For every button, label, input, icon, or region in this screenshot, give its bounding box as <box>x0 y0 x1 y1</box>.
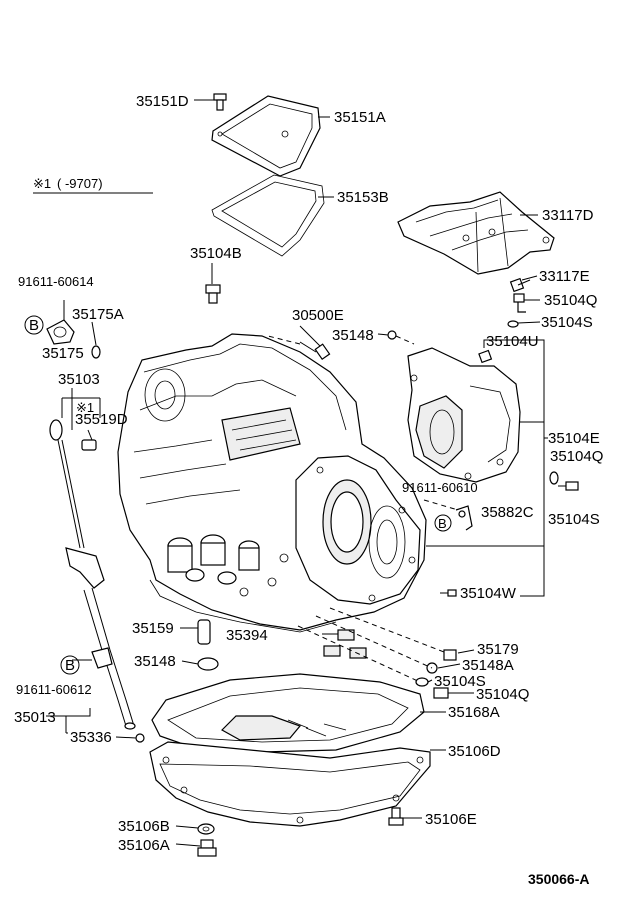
sensor-35175A-part <box>46 319 75 345</box>
label-35148: 35148 <box>134 653 176 670</box>
label-35151A: 35151A <box>334 109 386 126</box>
plug-35148-top <box>387 330 397 340</box>
label-35882C: 35882C <box>481 504 534 521</box>
leader-lines <box>46 99 548 847</box>
bolt-35104W <box>440 589 457 597</box>
diagram-code: 350066-A <box>528 871 590 887</box>
bolt-30500E <box>299 341 331 361</box>
dipstick-35103-part <box>49 419 85 549</box>
bolt-35104U <box>478 349 493 364</box>
fitting-35104Q-top <box>513 293 526 313</box>
label-35175: 35175 <box>42 345 84 362</box>
heat-shield-33117D-part <box>397 191 555 275</box>
label-35104W: 35104W <box>460 585 517 602</box>
oring-35175 <box>91 345 101 359</box>
label-35104B: 35104B <box>190 245 242 262</box>
label-35104S-top: 35104S <box>541 314 593 331</box>
bolt-35104Q-mid <box>558 481 579 491</box>
label-35104S-mid: 35104S <box>548 511 600 528</box>
bracket-35882C <box>455 505 473 531</box>
label-35175A: 35175A <box>72 306 124 323</box>
circle-mark-b-2-label: B <box>438 516 447 531</box>
label-35106A: 35106A <box>118 837 170 854</box>
plug-35519D <box>81 439 97 451</box>
label-35519D: 35519D <box>75 411 128 428</box>
bolt-33117E <box>509 277 531 293</box>
label-35106B: 35106B <box>118 818 170 835</box>
oil-strainer-35168A-part <box>151 673 425 753</box>
guide-tube-35013-part <box>65 547 136 730</box>
label-35104Q-low: 35104Q <box>476 686 529 703</box>
bolt-35104B <box>205 284 221 304</box>
circle-mark-b-3-label: B <box>65 657 75 674</box>
label-35153B: 35153B <box>337 189 389 206</box>
label-35151D: 35151D <box>136 93 189 110</box>
drain-plug-35106A <box>197 839 217 857</box>
label-35104U: 35104U <box>486 333 539 350</box>
circle-mark-b-1-label: B <box>29 317 39 334</box>
transaxle-case-part <box>117 333 427 633</box>
label-35336: 35336 <box>70 729 112 746</box>
bolt-35106E <box>388 807 404 826</box>
gasket-35148 <box>197 657 219 671</box>
circle-mark-b-2: B <box>434 514 452 532</box>
oring-35104S-top <box>507 320 519 328</box>
label-35104Q-mid: 35104Q <box>550 448 603 465</box>
label-33117D: 33117D <box>542 207 594 224</box>
pipe-35159 <box>197 619 211 645</box>
label-35148-top: 35148 <box>332 327 374 344</box>
label-33117E: 33117E <box>539 268 590 285</box>
label-91611-60612: 91611-60612 <box>16 682 92 697</box>
label-35104S-low: 35104S <box>434 673 486 690</box>
label-35168A: 35168A <box>448 704 500 721</box>
label-35106D: 35106D <box>448 743 501 760</box>
part-labels: 35151D 35151A 35153B 35104B 33117D 33117… <box>14 93 603 854</box>
label-35159: 35159 <box>132 620 174 637</box>
label-35148A: 35148A <box>462 657 514 674</box>
drain-gasket-35106B <box>197 823 215 835</box>
label-35013: 35013 <box>14 709 56 726</box>
label-30500E: 30500E <box>292 307 344 324</box>
bolt-35151D <box>213 93 227 111</box>
note-block: ※1 ( -9707) <box>33 176 153 194</box>
label-35104E: 35104E <box>548 430 600 447</box>
label-35394: 35394 <box>226 627 268 644</box>
label-35106E: 35106E <box>425 811 477 828</box>
valve-body-cover-part <box>211 95 321 177</box>
side-cover-35104U-part <box>407 347 521 483</box>
note-range: ( -9707) <box>57 176 103 191</box>
label-35103: 35103 <box>58 371 100 388</box>
note-mark: ※1 <box>33 176 51 191</box>
label-91611-60614: 91611-60614 <box>18 274 94 289</box>
note-mark-2: ※1 <box>76 400 94 415</box>
label-35104Q-top: 35104Q <box>544 292 597 309</box>
circle-mark-b-1: B <box>24 315 44 335</box>
oring-35336 <box>135 733 145 743</box>
label-35179: 35179 <box>477 641 519 658</box>
oil-pan-35106D-part <box>149 741 431 827</box>
circle-mark-b-3: B <box>60 655 80 675</box>
oring-35104S-mid <box>549 471 559 485</box>
gasket-35153B-part <box>211 174 325 257</box>
label-91611-60610: 91611-60610 <box>402 480 478 495</box>
